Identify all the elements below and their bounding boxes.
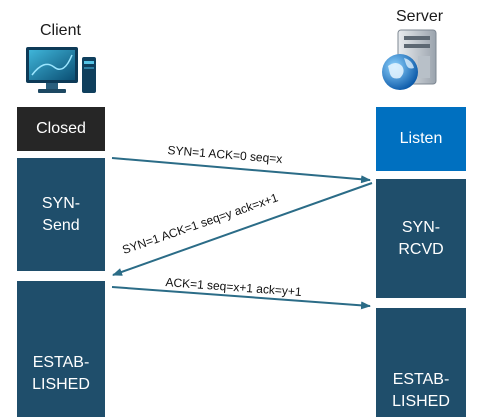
arrow-syn-ack (112, 182, 373, 276)
client-state-closed: Closed (17, 107, 105, 151)
server-state-syn-rcvd: SYN- RCVD (376, 179, 466, 298)
server-state-established: ESTAB- LISHED (376, 308, 466, 417)
client-state-syn-send: SYN- Send (17, 158, 105, 271)
arrow-ack (111, 286, 371, 310)
arrow-syn (111, 157, 371, 184)
server-title: Server (396, 8, 444, 25)
client-computer-icon (20, 45, 100, 97)
server-state-listen: Listen (376, 107, 466, 171)
server-globe-icon (378, 26, 444, 94)
client-title: Client (40, 22, 81, 39)
client-state-established: ESTAB- LISHED (17, 281, 105, 417)
